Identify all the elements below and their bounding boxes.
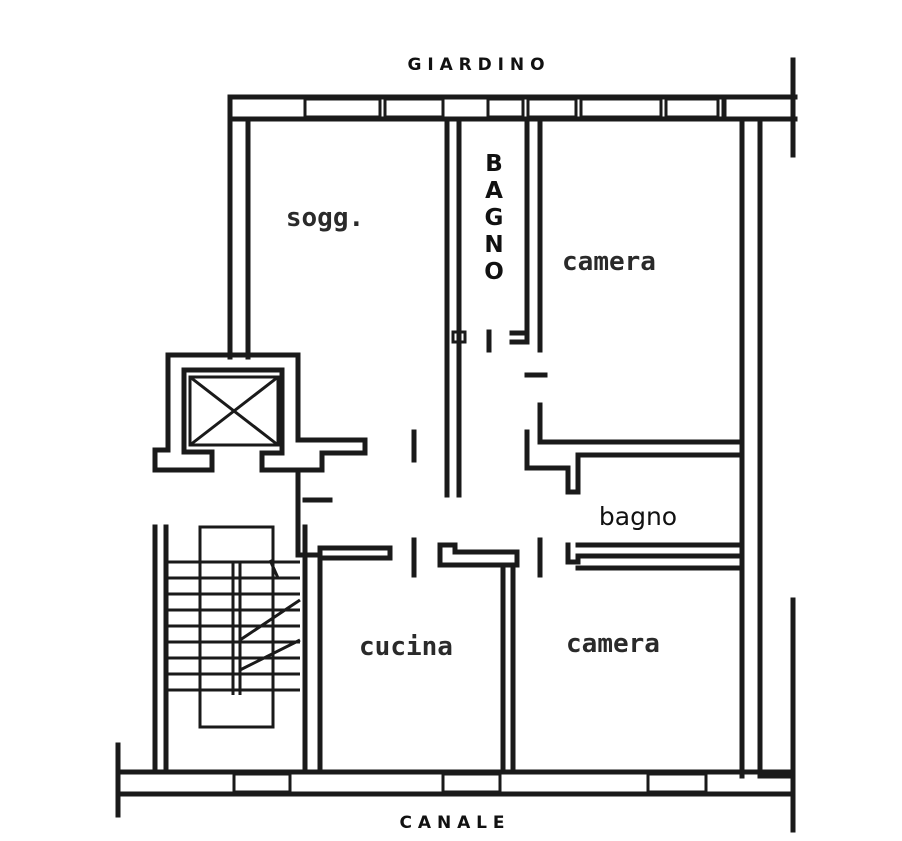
outer-walls (115, 57, 798, 833)
windows-bottom (232, 772, 708, 794)
room-label-bedroom-top: camera (562, 247, 656, 277)
street-label-top: G I A R D I N O (407, 55, 544, 75)
street-label-bottom: C A N A L E (399, 813, 504, 833)
room-label-bath-letter-2: A (485, 178, 503, 204)
room-label-bath-letter-3: G (485, 205, 504, 231)
room-label-bedroom-bottom: camera (566, 629, 660, 659)
room-label-bath-letter-5: O (484, 259, 504, 285)
room-label-bath-small: bagno (599, 502, 677, 531)
room-label-kitchen: cucina (359, 632, 453, 662)
room-label-bath-letter-4: N (484, 232, 503, 258)
elevator-shaft (152, 352, 368, 473)
interior-walls (295, 119, 745, 775)
windows-top (303, 97, 720, 119)
room-labels: sogg. B A G N O camera bagno cucina came… (286, 151, 677, 662)
room-label-bath-letter-1: B (485, 151, 503, 177)
staircase (166, 525, 301, 729)
room-label-living: sogg. (286, 203, 364, 233)
